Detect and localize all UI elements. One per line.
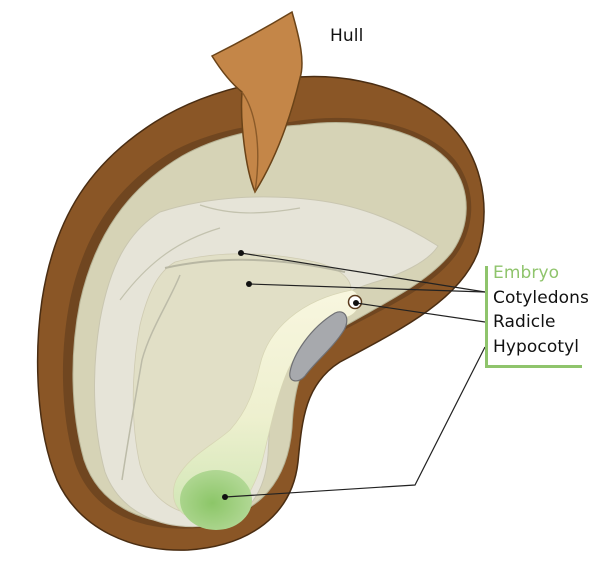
label-cotyledons: Cotyledons (493, 288, 590, 308)
leader-dot (222, 494, 228, 500)
radicle-sheath (289, 311, 348, 382)
label-radicle: Radicle (493, 312, 556, 332)
embryo-bracket (485, 266, 488, 368)
cotyledon-crease (119, 227, 221, 301)
hull-flap-edge (241, 91, 259, 193)
leader-line-cotyledon-1 (240, 252, 486, 293)
leader-line-hypocotyl (224, 346, 486, 498)
embryo-bracket-foot (485, 365, 582, 368)
cotyledon-crease (121, 274, 181, 481)
leader-line-radicle (355, 302, 486, 323)
leader-dot (238, 250, 244, 256)
label-embryo: Embryo (493, 263, 560, 283)
label-hypocotyl: Hypocotyl (493, 337, 580, 357)
cotyledon-crease (199, 204, 301, 214)
leader-line-cotyledon-2 (248, 283, 486, 293)
cotyledon-crease (164, 258, 346, 273)
leader-dot (246, 281, 252, 287)
label-hull: Hull (330, 26, 364, 46)
leader-dot (353, 300, 359, 306)
radicle-tip (180, 470, 252, 530)
